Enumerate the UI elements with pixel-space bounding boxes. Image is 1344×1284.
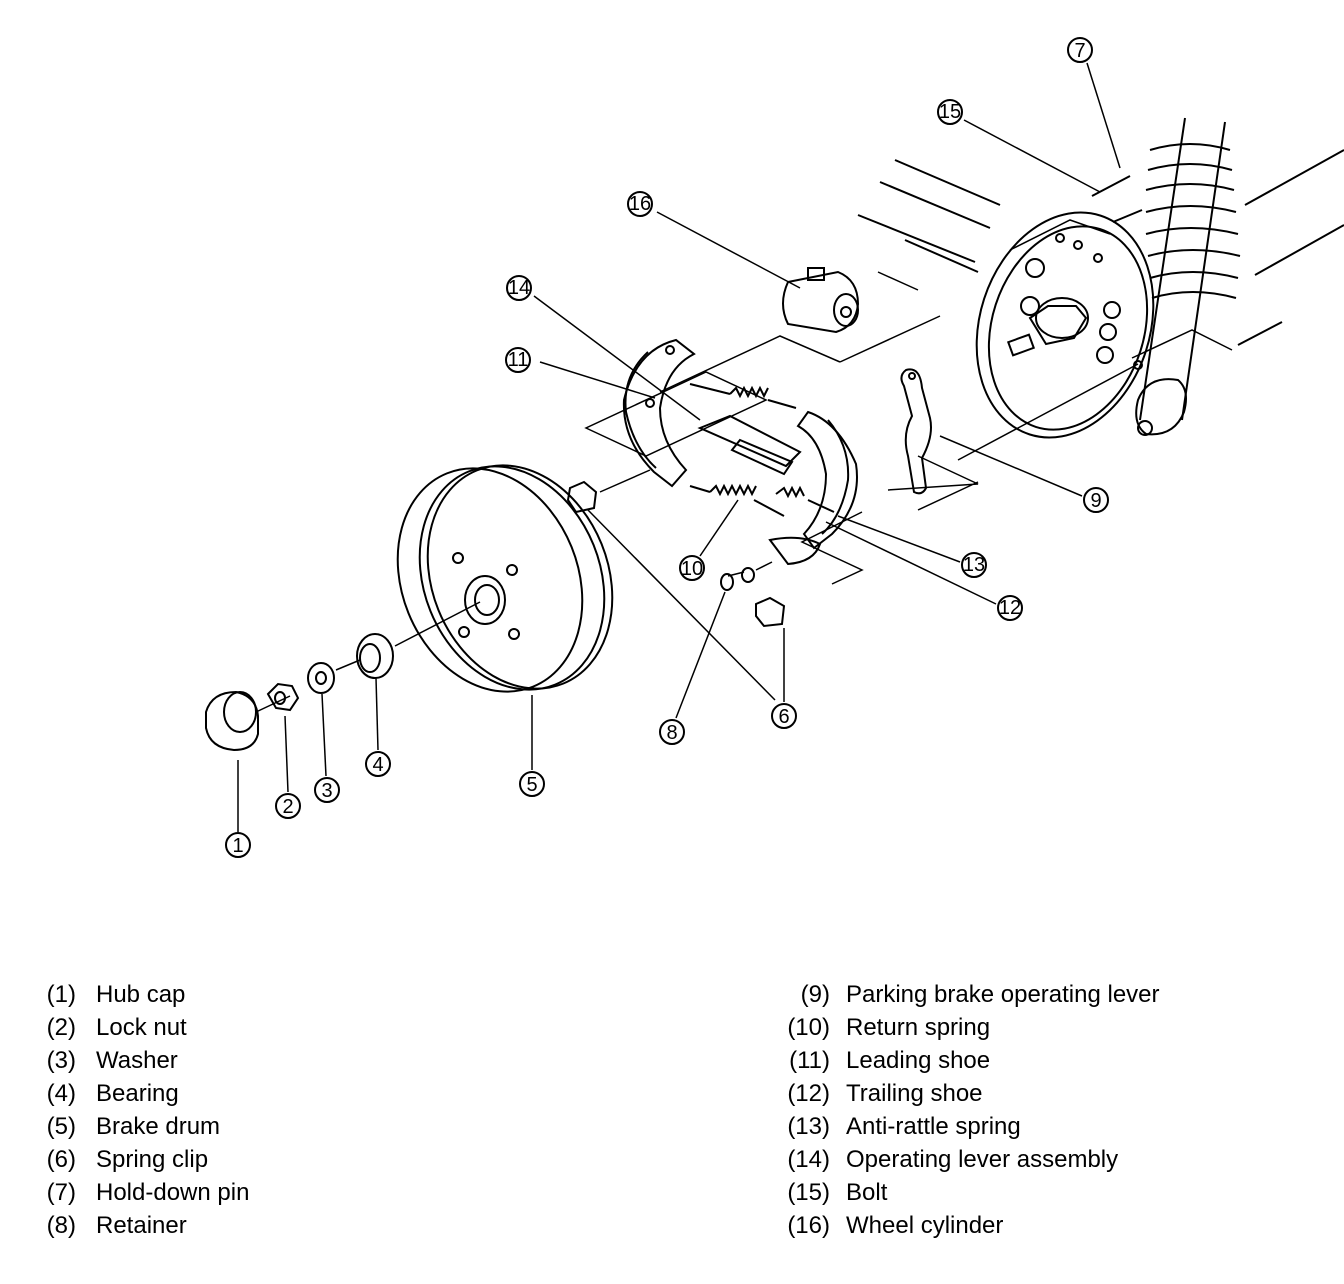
svg-text:6: 6 <box>778 706 789 728</box>
brake-drum <box>396 464 614 693</box>
wheel-cylinder <box>782 267 860 334</box>
callout-7: 7 <box>1067 37 1093 63</box>
hub-cap <box>205 690 259 752</box>
callout-markers: 1 2 3 4 5 6 7 8 9 10 11 12 13 14 15 16 <box>225 37 1109 858</box>
retainer <box>720 573 734 591</box>
svg-text:13: 13 <box>963 554 985 576</box>
svg-text:5: 5 <box>526 774 537 796</box>
svg-text:15: 15 <box>939 101 961 123</box>
callout-10: 10 <box>679 555 705 581</box>
svg-text:10: 10 <box>681 558 703 580</box>
lock-nut <box>266 682 300 712</box>
legend-left-column: (1)Hub cap (2)Lock nut (3)Washer (4)Bear… <box>38 978 250 1242</box>
callout-1: 1 <box>225 832 251 858</box>
washer <box>307 662 335 694</box>
callout-13: 13 <box>961 552 987 578</box>
svg-text:7: 7 <box>1074 40 1085 62</box>
spring-clip-upper <box>566 480 598 514</box>
legend-item: (11)Leading shoe <box>789 1047 991 1074</box>
hold-down-pin <box>1091 175 1131 197</box>
callout-5: 5 <box>519 771 545 797</box>
svg-text:8: 8 <box>666 722 677 744</box>
legend-item: (3)Washer <box>46 1047 178 1074</box>
legend-item: (7)Hold-down pin <box>46 1179 250 1206</box>
anti-rattle-washer <box>741 567 755 583</box>
legend-item: (2)Lock nut <box>46 1014 187 1041</box>
leader-lines <box>237 62 1121 832</box>
svg-text:3: 3 <box>321 780 332 802</box>
legend-item: (16)Wheel cylinder <box>787 1212 1004 1239</box>
legend-item: (12)Trailing shoe <box>787 1080 983 1107</box>
callout-15: 15 <box>937 99 963 125</box>
svg-text:14: 14 <box>508 277 530 299</box>
backing-plate <box>975 211 1155 439</box>
callout-8: 8 <box>659 719 685 745</box>
legend-item: (6)Spring clip <box>46 1146 209 1173</box>
legend-item: (8)Retainer <box>46 1212 187 1239</box>
callout-16: 16 <box>627 191 653 217</box>
svg-text:16: 16 <box>629 193 651 215</box>
assembly-axis-lines <box>255 219 1233 713</box>
callout-2: 2 <box>275 793 301 819</box>
legend-item: (1)Hub cap <box>46 981 186 1008</box>
callout-6: 6 <box>771 703 797 729</box>
svg-text:4: 4 <box>372 754 383 776</box>
legend-item: (10)Return spring <box>787 1014 991 1041</box>
callout-14: 14 <box>506 275 532 301</box>
svg-text:12: 12 <box>999 597 1021 619</box>
callout-9: 9 <box>1083 487 1109 513</box>
bolt-15 <box>1112 209 1143 223</box>
legend-item: (13)Anti-rattle spring <box>787 1113 1021 1140</box>
bolt-right <box>1237 321 1283 346</box>
legend-item: (4)Bearing <box>46 1080 179 1107</box>
callout-3: 3 <box>314 777 340 803</box>
legend-item: (5)Brake drum <box>46 1113 221 1140</box>
callout-11: 11 <box>505 347 531 373</box>
svg-text:9: 9 <box>1090 490 1101 512</box>
callout-12: 12 <box>997 595 1023 621</box>
legend-right-column: (9)Parking brake operating lever (10)Ret… <box>780 978 1160 1242</box>
legend-item: (15)Bolt <box>787 1179 888 1206</box>
legend-item: (14)Operating lever assembly <box>787 1146 1119 1173</box>
legend-item: (9)Parking brake operating lever <box>800 981 1160 1008</box>
leading-shoe <box>622 338 696 488</box>
axle-lines <box>857 159 1001 273</box>
svg-text:2: 2 <box>282 796 293 818</box>
exploded-brake-diagram: 1 2 3 4 5 6 7 8 9 10 11 12 13 14 15 16 <box>205 37 1344 858</box>
bearing <box>356 633 394 679</box>
suspension-strut <box>1135 117 1344 436</box>
callout-4: 4 <box>365 751 391 777</box>
svg-text:1: 1 <box>232 835 243 857</box>
operating-lever-assembly <box>697 414 802 476</box>
spring-clip-lower <box>755 596 786 628</box>
parking-brake-lever <box>900 368 932 495</box>
svg-text:11: 11 <box>508 349 529 371</box>
